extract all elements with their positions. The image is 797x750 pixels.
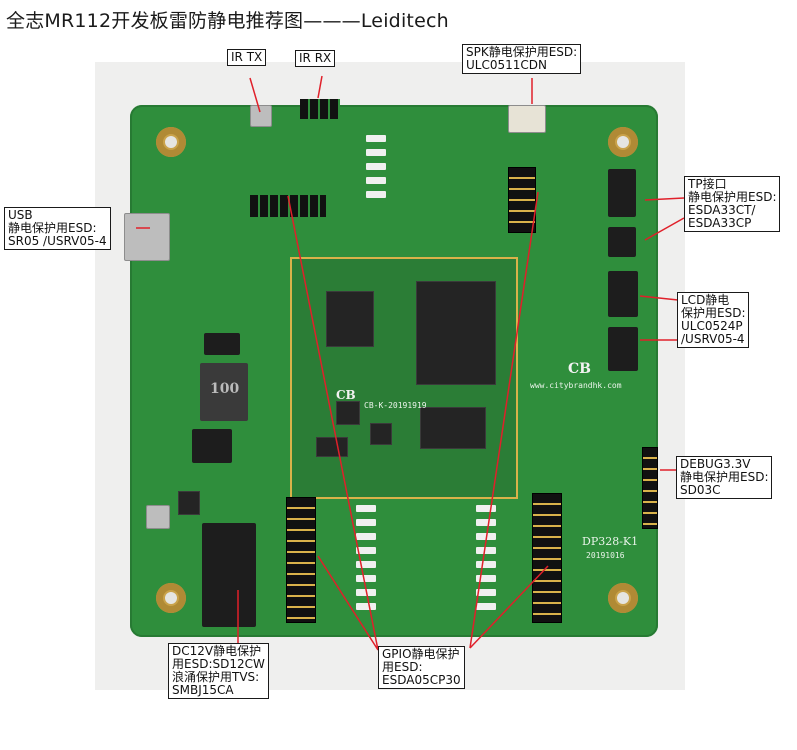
- reset-button: [146, 505, 170, 529]
- label-tp-esd: TP接口 静电保护用ESD: ESDA33CT/ ESDA33CP: [684, 176, 781, 232]
- chip-flash: [326, 291, 374, 347]
- pin-header-jtag: [250, 195, 326, 217]
- line-lcd-1: [639, 295, 679, 301]
- mounting-hole-tr: [608, 127, 638, 157]
- mounting-hole-bl: [156, 583, 186, 613]
- label-dc12v-esd: DC12V静电保护 用ESD:SD12CW 浪涌保护用TVS: SMBJ15CA: [168, 643, 269, 699]
- lcd-connector-2: [608, 327, 638, 371]
- mounting-hole-br: [608, 583, 638, 613]
- line-tp-1: [644, 197, 685, 201]
- mounting-hole-tl: [156, 127, 186, 157]
- line-tp-2: [644, 217, 685, 241]
- pin-header-bottom-left: [286, 497, 316, 623]
- speaker-connector: [508, 105, 546, 133]
- chip-small-3: [316, 437, 348, 457]
- label-usb-esd: USB 静电保护用ESD: SR05 /USRV05-4: [4, 207, 111, 250]
- tvs-diode: [192, 429, 232, 463]
- lcd-connector-1: [608, 271, 638, 317]
- label-spk-esd: SPK静电保护用ESD: ULC0511CDN: [462, 44, 582, 74]
- line-ir-rx: [317, 75, 323, 99]
- line-ir-tx: [249, 77, 261, 113]
- ir-rx-header: [300, 99, 340, 119]
- micro-usb-connector: [124, 213, 170, 261]
- smd-component: [204, 333, 240, 355]
- tp-connector-1: [608, 169, 636, 217]
- chip-dram: [420, 407, 486, 449]
- chip-regulator: [178, 491, 200, 515]
- line-gpio-3: [469, 191, 539, 649]
- label-ir-rx: IR RX: [295, 50, 336, 67]
- label-debug-esd: DEBUG3.3V 静电保护用ESD: SD03C: [676, 456, 773, 499]
- label-lcd-esd: LCD静电 保护用ESD: ULC0524P /USRV05-4: [677, 292, 750, 348]
- chip-mr112-soc: [416, 281, 496, 385]
- label-ir-tx: IR TX: [227, 49, 267, 66]
- chip-small-1: [336, 401, 360, 425]
- pin-header-bottom-right: [532, 493, 562, 623]
- power-inductor: 100: [200, 363, 248, 421]
- model-silk: DP328-K1: [582, 535, 639, 548]
- dc-power-jack: [202, 523, 256, 627]
- line-gpio-4: [469, 565, 549, 649]
- chip-small-2: [370, 423, 392, 445]
- tp-connector-2: [608, 227, 636, 257]
- ir-tx-sensor: [250, 105, 272, 127]
- pcb-board: CB-K-20191919 100 CB CB www.citybrandhk.…: [124, 99, 658, 637]
- label-gpio-esd: GPIO静电保护 用ESD: ESDA05CP30: [378, 646, 465, 689]
- line-gpio-2: [317, 555, 379, 651]
- website-silk: www.citybrandhk.com: [530, 381, 622, 390]
- page-title: 全志MR112开发板雷防静电推荐图———Leiditech: [6, 10, 449, 32]
- inductor-value: 100: [210, 381, 240, 397]
- line-gpio-1: [287, 195, 379, 651]
- core-date-silk: CB-K-20191919: [364, 401, 427, 410]
- debug-header: [642, 447, 658, 529]
- pin-header-spk: [508, 167, 536, 233]
- logo-cb-core: CB: [336, 388, 356, 402]
- logo-cb-right: CB: [568, 361, 591, 377]
- date-silk: 20191016: [586, 551, 625, 560]
